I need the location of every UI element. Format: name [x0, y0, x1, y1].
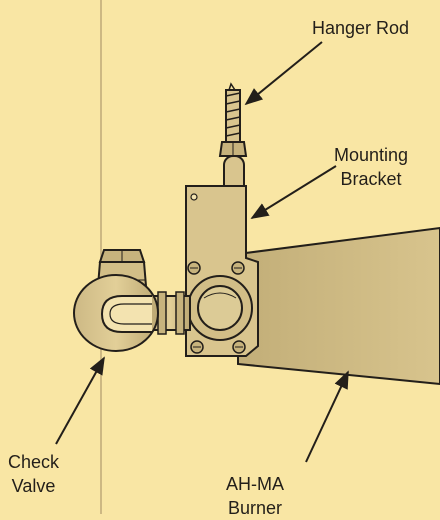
check-valve-arrow — [55, 356, 105, 445]
check-valve-label-line-2: Valve — [11, 476, 56, 496]
check-valve — [73, 249, 159, 352]
burner-label: AH-MA Burner — [226, 472, 284, 520]
check-valve-label-line-1: Check — [8, 452, 60, 472]
mounting-bracket-label-line-1: Mounting — [334, 145, 409, 165]
burner-arrow — [305, 370, 349, 463]
hanger-rod — [218, 82, 248, 201]
burner-cone — [237, 226, 440, 386]
hanger-rod-label-text: Hanger Rod — [312, 18, 410, 38]
mounting-bracket-label-line-2: Bracket — [340, 169, 402, 189]
hanger-rod-label: Hanger Rod — [312, 16, 409, 40]
mounting-bracket-label: Mounting Bracket — [334, 143, 408, 191]
burner-flange — [187, 275, 253, 341]
burner-label-line-1: AH-MA — [226, 474, 284, 494]
check-valve-label: Check Valve — [8, 450, 59, 498]
hanger-rod-arrow — [244, 41, 323, 106]
mounting-bracket-arrow — [250, 165, 337, 219]
burner-label-line-2: Burner — [227, 498, 283, 518]
